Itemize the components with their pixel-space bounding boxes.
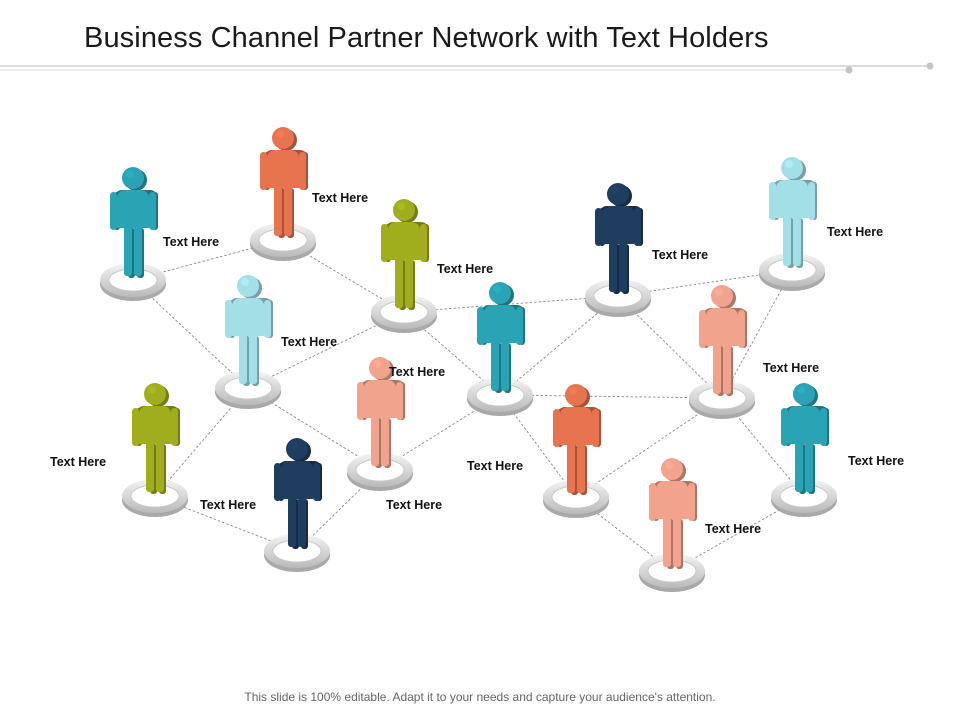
connector-line-n1-n2	[132, 239, 284, 281]
person-icon	[781, 383, 829, 494]
connector-line-n9-n14	[721, 397, 805, 497]
partner-node-9: Text Here	[689, 285, 819, 419]
footer-note: This slide is 100% editable. Adapt it to…	[244, 690, 716, 704]
person-icon	[357, 357, 405, 468]
text-holder-label[interactable]: Text Here	[386, 498, 442, 512]
connector-line-n6-n7	[247, 387, 381, 471]
partner-node-11: Text Here	[200, 438, 330, 572]
person-icon	[699, 285, 747, 396]
text-holder-label[interactable]: Text Here	[705, 522, 761, 536]
person-icon	[595, 183, 643, 294]
person-icon	[381, 199, 429, 310]
person-icon	[225, 275, 273, 386]
text-holder-label[interactable]: Text Here	[848, 454, 904, 468]
partner-node-14: Text Here	[771, 383, 904, 517]
person-icon	[553, 384, 601, 495]
person-icon	[132, 383, 180, 494]
connector-line-n8-n9	[499, 394, 723, 399]
person-icon	[769, 157, 817, 268]
text-holder-label[interactable]: Text Here	[467, 459, 523, 473]
connector-line-n1-n6	[132, 279, 249, 389]
text-holder-label[interactable]: Text Here	[200, 498, 256, 512]
text-holder-label[interactable]: Text Here	[163, 235, 219, 249]
text-holder-label[interactable]: Text Here	[437, 262, 493, 276]
partner-node-4: Text Here	[585, 183, 708, 317]
partner-node-6: Text Here	[215, 275, 337, 409]
partner-node-12: Text Here	[386, 384, 609, 518]
partner-node-10: Text Here	[50, 383, 188, 517]
person-icon	[260, 127, 308, 238]
text-holder-label[interactable]: Text Here	[281, 335, 337, 349]
text-holder-label[interactable]: Text Here	[652, 248, 708, 262]
text-holder-label[interactable]: Text Here	[763, 361, 819, 375]
text-holder-label[interactable]: Text Here	[389, 365, 445, 379]
partner-node-2: Text Here	[250, 127, 368, 261]
person-icon	[477, 282, 525, 393]
partner-node-1: Text Here	[100, 167, 219, 301]
person-icon	[110, 167, 158, 278]
text-holder-label[interactable]: Text Here	[827, 225, 883, 239]
title-divider	[0, 62, 934, 74]
person-icon	[274, 438, 322, 549]
partner-node-13: Text Here	[639, 458, 761, 592]
connector-line-n8-n12	[499, 394, 577, 498]
partner-node-3: Text Here	[371, 199, 493, 333]
slide-title: Business Channel Partner Network with Te…	[84, 22, 769, 54]
text-holder-label[interactable]: Text Here	[50, 455, 106, 469]
text-holder-label[interactable]: Text Here	[312, 191, 368, 205]
partner-node-5: Text Here	[759, 157, 883, 291]
connector-line-n5-n9	[721, 269, 793, 399]
partner-node-8: Text Here	[467, 282, 533, 473]
partner-node-7: Text Here	[347, 357, 445, 491]
connector-line-n12-n9	[575, 397, 723, 498]
person-icon	[649, 458, 697, 569]
connector-line-n4-n8	[499, 295, 619, 396]
